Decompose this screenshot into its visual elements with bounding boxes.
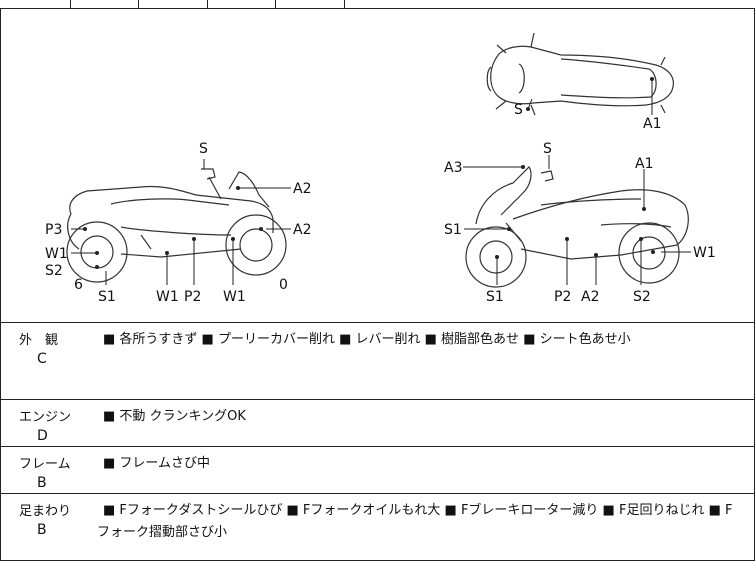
section-name: 足まわり	[19, 504, 72, 519]
label-6: 6	[74, 277, 83, 293]
label-S2: S2	[633, 289, 651, 305]
label-A2: A2	[293, 181, 311, 197]
label-A2: A2	[293, 222, 311, 238]
section-grade: C	[37, 351, 47, 367]
section-grade: D	[37, 428, 48, 444]
section-name: 外 観	[19, 333, 59, 348]
section-exterior: 外 観 C ■ 各所うすきず ■ プーリーカバー削れ ■ レバー削れ ■ 樹脂部…	[1, 323, 754, 400]
table-cell-divider	[138, 0, 139, 8]
section-items: ■ 不動 クランキングOK	[103, 409, 246, 424]
label-A3: A3	[444, 160, 462, 176]
label-W1: W1	[45, 246, 68, 262]
table-cell-divider	[344, 0, 345, 8]
label-W1: W1	[223, 289, 246, 305]
label-P3: P3	[45, 222, 62, 238]
label-S1: S1	[98, 289, 116, 305]
label-S1: S1	[444, 222, 462, 238]
label-W1: W1	[693, 245, 716, 261]
label-S2: S2	[45, 263, 63, 279]
section-engine: エンジン D ■ 不動 クランキングOK	[1, 400, 754, 447]
label-P2: P2	[554, 289, 571, 305]
label-S: S	[543, 141, 552, 157]
damage-diagram: S A2 A2 P3 W1 S2 6 S1 W1 P2 W1 0 S A1 S …	[1, 9, 754, 323]
section-items: ■ Fフォークダストシールひび ■ Fフォークオイルもれ大 ■ Fブレーキロータ…	[97, 500, 743, 544]
label-W1: W1	[156, 289, 179, 305]
section-items: ■ フレームさび中	[103, 456, 211, 471]
table-cell-divider	[207, 0, 208, 8]
scooter-side-left	[66, 168, 287, 283]
table-cell-divider	[70, 0, 71, 8]
section-items: ■ 各所うすきず ■ プーリーカバー削れ ■ レバー削れ ■ 樹脂部色あせ ■ …	[103, 332, 631, 347]
label-A1: A1	[643, 116, 661, 132]
scooter-side-right	[465, 166, 689, 288]
inspection-sheet: S A2 A2 P3 W1 S2 6 S1 W1 P2 W1 0 S A1 S …	[0, 8, 755, 561]
section-grade: B	[37, 475, 47, 491]
table-cell-divider	[275, 0, 276, 8]
label-A2: A2	[581, 289, 599, 305]
label-S: S	[514, 102, 523, 118]
label-A1: A1	[635, 156, 653, 172]
section-grade: B	[37, 522, 47, 538]
scooter-illustrations: S A2 A2 P3 W1 S2 6 S1 W1 P2 W1 0 S A1 S …	[45, 32, 716, 305]
label-S: S	[199, 141, 208, 157]
section-name: フレーム	[19, 457, 71, 472]
scooter-top-view	[486, 32, 674, 116]
section-suspension: 足まわり B ■ Fフォークダストシールひび ■ Fフォークオイルもれ大 ■ F…	[1, 494, 754, 560]
label-P2: P2	[184, 289, 201, 305]
label-0: 0	[279, 277, 288, 293]
section-items-line: ■ Fフォークダストシールひび ■ Fフォークオイルもれ大 ■ Fブレーキロータ…	[103, 503, 733, 518]
section-items-continuation: フォーク摺動部さび小	[97, 525, 228, 540]
section-name: エンジン	[19, 410, 72, 425]
top-table-strip	[0, 0, 755, 8]
section-frame: フレーム B ■ フレームさび中	[1, 447, 754, 494]
label-S1: S1	[486, 289, 504, 305]
